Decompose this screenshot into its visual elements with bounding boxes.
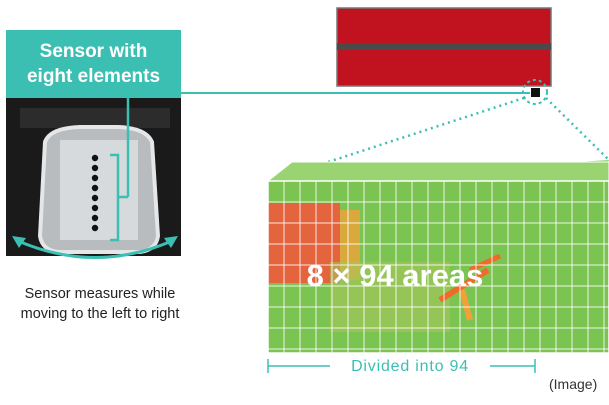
red-panel <box>336 7 552 105</box>
caption-line1: Sensor measures while <box>24 286 176 302</box>
sensor-label-line1: Sensor with <box>39 41 148 62</box>
sensor-marker <box>531 88 540 97</box>
sensor-caption: Sensor measures while moving to the left… <box>0 284 200 324</box>
sensor-element-dot <box>91 204 99 212</box>
image-note: (Image) <box>549 376 598 392</box>
sensor-element-dot <box>91 174 99 182</box>
motion-arrow <box>15 238 175 259</box>
sensor-element-dot <box>91 154 99 162</box>
grid-block <box>266 160 609 354</box>
sensor-element-dot <box>91 194 99 202</box>
zoom-line-right <box>545 97 609 161</box>
grid-areas-label: 8 × 94 areas <box>306 258 484 293</box>
sensor-element-dot <box>91 164 99 172</box>
sensor-element-dot <box>91 214 99 222</box>
sensor-element-dot <box>91 224 99 232</box>
sensor-photo <box>6 98 181 259</box>
zoom-circle <box>522 79 548 105</box>
caption-line2: moving to the left to right <box>20 306 180 322</box>
sensor-label-line2: eight elements <box>26 66 161 87</box>
sensor-element-dot <box>91 184 99 192</box>
sensor-label-box: Sensor with eight elements <box>6 30 181 98</box>
divided-label: Divided into 94 <box>330 358 490 376</box>
